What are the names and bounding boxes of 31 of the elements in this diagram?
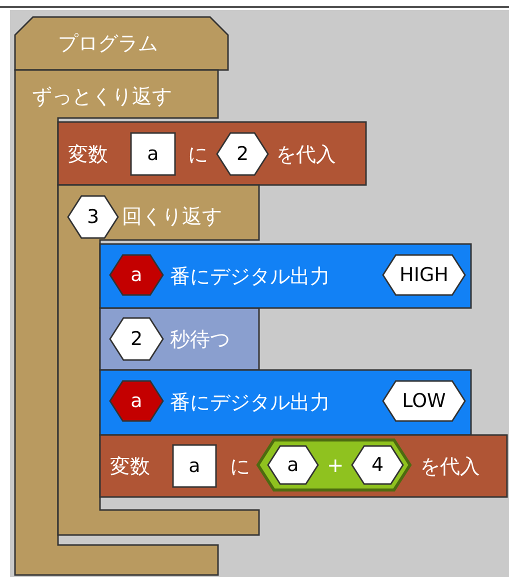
variable-assign-block [100, 435, 507, 497]
number-input: 2 [217, 133, 268, 175]
variable-slot: a [173, 445, 216, 487]
digital-output-block [100, 244, 471, 308]
block-label: に [188, 141, 208, 167]
value-input: LOW [383, 381, 465, 421]
variable-assign-block [58, 122, 366, 185]
block-label: ずっとくり返す [32, 83, 172, 109]
program-start-block [15, 17, 228, 70]
block-label: 回くり返す [122, 203, 222, 229]
block-label: を代入 [276, 141, 336, 167]
block-label: プログラム [58, 30, 158, 56]
operator-sign: + [327, 452, 344, 478]
block-label: に [230, 453, 250, 479]
block-label: 変数 [110, 453, 150, 479]
value-input: HIGH [383, 255, 465, 295]
pin-input: a [110, 255, 163, 295]
block-label: を代入 [420, 453, 480, 479]
addition-block [258, 440, 410, 490]
block-label: 変数 [68, 141, 108, 167]
variable-slot: a [131, 133, 175, 175]
variable-input: a [268, 446, 318, 484]
block-label: 番にデジタル出力 [170, 263, 330, 289]
block-label: 秒待つ [170, 326, 230, 352]
number-input: 4 [352, 446, 403, 484]
pin-input: a [110, 381, 163, 421]
digital-output-block [100, 370, 471, 435]
number-input: 3 [68, 196, 118, 238]
number-input: 2 [110, 318, 163, 360]
block-label: 番にデジタル出力 [170, 389, 330, 415]
wait-block [100, 308, 259, 370]
